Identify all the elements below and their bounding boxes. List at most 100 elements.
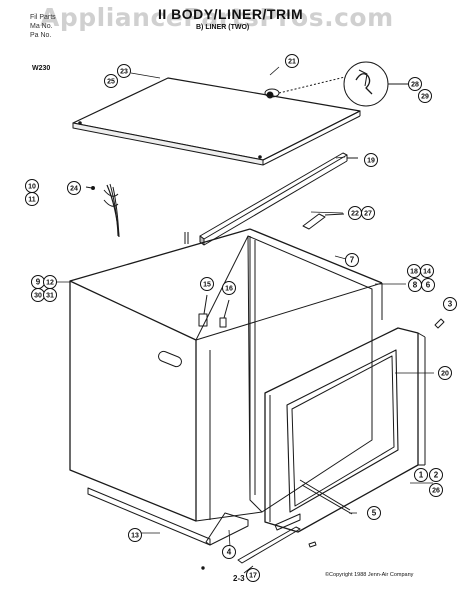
watermark: AppliancePartsPros.com bbox=[40, 3, 394, 32]
callout-20: 20 bbox=[438, 366, 452, 380]
callout-circle bbox=[429, 468, 443, 482]
callout-circle bbox=[421, 278, 435, 292]
callout-circle bbox=[345, 253, 359, 267]
callout-number: 11 bbox=[28, 197, 36, 204]
page-number: 2-3 bbox=[233, 574, 245, 583]
callout-number: 9 bbox=[36, 278, 41, 287]
header-left-line: Pa No. bbox=[30, 32, 52, 39]
callout-1: 1 bbox=[414, 468, 428, 482]
leader-lines bbox=[49, 66, 434, 574]
callout-circle bbox=[43, 288, 57, 302]
callout-circle bbox=[361, 206, 375, 220]
callout-25: 25 bbox=[104, 74, 118, 88]
callout-circle bbox=[117, 64, 131, 78]
callout-16: 16 bbox=[222, 281, 236, 295]
front-frame-drawing bbox=[264, 327, 426, 533]
callout-number: 22 bbox=[351, 211, 359, 218]
callout-2: 2 bbox=[429, 468, 443, 482]
callout-number: 14 bbox=[423, 269, 431, 276]
callout-12: 12 bbox=[43, 275, 57, 289]
wire-harness-drawing bbox=[85, 183, 120, 238]
callout-circle bbox=[414, 468, 428, 482]
header-left-line: Ma No. bbox=[30, 23, 53, 30]
callout-number: 1 bbox=[419, 471, 424, 480]
callout-number: 19 bbox=[367, 158, 375, 165]
callout-9: 9 bbox=[31, 275, 45, 289]
callout-circle bbox=[25, 192, 39, 206]
callout-circle bbox=[364, 153, 378, 167]
callout-circle bbox=[408, 77, 422, 91]
callout-number: 23 bbox=[120, 69, 128, 76]
callout-circle bbox=[246, 568, 260, 582]
callout-number: 8 bbox=[413, 281, 418, 290]
callout-number: 25 bbox=[107, 79, 115, 86]
callout-number: 24 bbox=[70, 186, 78, 193]
callout-6: 6 bbox=[421, 278, 435, 292]
callout-14: 14 bbox=[420, 264, 434, 278]
callout-number: 10 bbox=[28, 184, 36, 191]
callout-number: 3 bbox=[448, 300, 453, 309]
callout-10: 10 bbox=[25, 179, 39, 193]
callout-22: 22 bbox=[348, 206, 362, 220]
callout-number: 28 bbox=[411, 82, 419, 89]
callout-number: 5 bbox=[372, 509, 377, 518]
callout-number: 7 bbox=[350, 256, 355, 265]
callout-4: 4 bbox=[222, 545, 236, 559]
callout-circle bbox=[443, 297, 457, 311]
callout-30: 30 bbox=[31, 288, 45, 302]
callout-number: 21 bbox=[288, 59, 296, 66]
callout-circle bbox=[222, 545, 236, 559]
front-rail-drawing bbox=[199, 152, 358, 246]
callout-27: 27 bbox=[361, 206, 375, 220]
callout-circle bbox=[420, 264, 434, 278]
callout-number: 31 bbox=[46, 293, 54, 300]
callout-8: 8 bbox=[408, 278, 422, 292]
callout-circle bbox=[418, 89, 432, 103]
callout-number: 4 bbox=[227, 548, 232, 557]
callout-7: 7 bbox=[345, 253, 359, 267]
callout-21: 21 bbox=[285, 54, 299, 68]
callout-number: 26 bbox=[432, 488, 440, 495]
small-bracket-drawing bbox=[302, 213, 345, 230]
callout-number: 16 bbox=[225, 286, 233, 293]
callout-3: 3 bbox=[443, 297, 457, 311]
callout-number: 6 bbox=[426, 281, 431, 290]
callout-circle bbox=[128, 528, 142, 542]
callout-29: 29 bbox=[418, 89, 432, 103]
base-rails-drawing bbox=[87, 487, 301, 564]
callout-28: 28 bbox=[408, 77, 422, 91]
callout-number: 29 bbox=[421, 94, 429, 101]
callout-circle bbox=[367, 506, 381, 520]
screws-drawing bbox=[201, 318, 445, 570]
callout-number: 20 bbox=[441, 371, 449, 378]
callout-5: 5 bbox=[367, 506, 381, 520]
callout-circle bbox=[285, 54, 299, 68]
header-left-block: Fil Parts Ma No. Pa No. bbox=[30, 13, 56, 40]
callout-circle bbox=[200, 277, 214, 291]
callout-number: 27 bbox=[364, 211, 372, 218]
page-title: II BODY/LINER/TRIM bbox=[158, 6, 304, 22]
callout-circle bbox=[67, 181, 81, 195]
callout-number: 2 bbox=[434, 471, 439, 480]
callout-15: 15 bbox=[200, 277, 214, 291]
callout-26: 26 bbox=[429, 483, 443, 497]
callout-31: 31 bbox=[43, 288, 57, 302]
cabinet-body-drawing bbox=[69, 228, 383, 522]
header-left-line: Fil Parts bbox=[30, 14, 56, 21]
callout-number: 12 bbox=[46, 280, 54, 287]
callout-circle bbox=[429, 483, 443, 497]
callout-11: 11 bbox=[25, 192, 39, 206]
model-number: W230 bbox=[32, 65, 51, 72]
callout-number: 17 bbox=[249, 573, 257, 580]
callout-circle bbox=[438, 366, 452, 380]
callout-circle bbox=[104, 74, 118, 88]
callout-17: 17 bbox=[246, 568, 260, 582]
callout-number: 15 bbox=[203, 282, 211, 289]
callout-24: 24 bbox=[67, 181, 81, 195]
callout-number: 18 bbox=[410, 269, 418, 276]
page-subtitle: B) LINER (TWO) bbox=[196, 24, 250, 31]
callout-number: 13 bbox=[131, 533, 139, 540]
